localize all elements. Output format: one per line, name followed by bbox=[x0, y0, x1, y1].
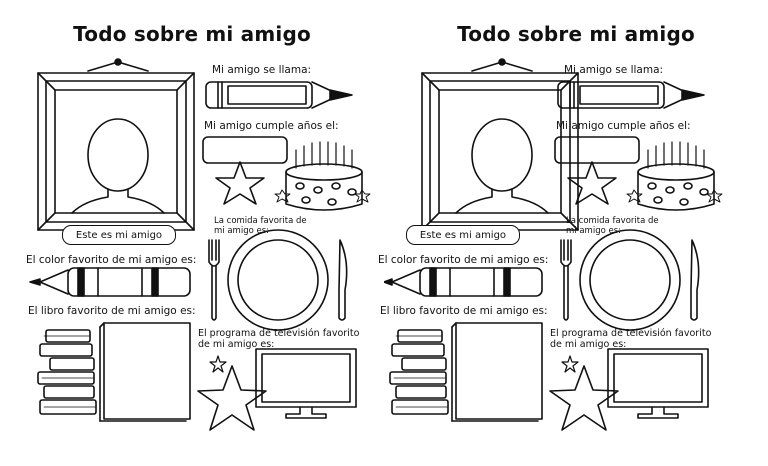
name-label: Mi amigo se llama: bbox=[212, 64, 312, 76]
star-icon bbox=[549, 365, 619, 431]
pencil-icon bbox=[205, 81, 353, 109]
books-stack-icon bbox=[37, 329, 97, 415]
books-stack-icon bbox=[389, 329, 449, 415]
food-label: La comida favorita de mi amigo es: bbox=[214, 216, 307, 236]
birthday-label: Mi amigo cumple años el: bbox=[204, 120, 339, 132]
plate-icon bbox=[227, 229, 329, 331]
tv-label: El programa de televisión favorito de mi… bbox=[550, 328, 712, 350]
birthday-answer-box bbox=[554, 136, 640, 164]
color-label: El color favorito de mi amigo es: bbox=[378, 254, 549, 266]
star-icon bbox=[567, 161, 617, 205]
picture-frame-icon bbox=[37, 58, 195, 231]
tv-label: El programa de televisión favorito de mi… bbox=[198, 328, 360, 350]
plate-icon bbox=[579, 229, 681, 331]
worksheet-title: Todo sobre mi amigo bbox=[457, 22, 695, 46]
television-icon bbox=[607, 348, 709, 419]
worksheet-left: Todo sobre mi amigo bbox=[26, 22, 371, 431]
worksheet-title: Todo sobre mi amigo bbox=[73, 22, 311, 46]
book-icon bbox=[99, 322, 191, 422]
crayon-icon bbox=[29, 267, 191, 297]
star-icon bbox=[561, 355, 579, 373]
color-label: El color favorito de mi amigo es: bbox=[26, 254, 197, 266]
birthday-cake-icon bbox=[274, 141, 371, 211]
food-label: La comida favorita de mi amigo es: bbox=[566, 216, 659, 236]
television-icon bbox=[255, 348, 357, 419]
birthday-answer-box bbox=[202, 136, 288, 164]
pencil-icon bbox=[557, 81, 705, 109]
birthday-label: Mi amigo cumple años el: bbox=[556, 120, 691, 132]
crayon-icon bbox=[384, 267, 543, 297]
fork-icon bbox=[208, 239, 220, 321]
book-icon bbox=[451, 322, 543, 422]
knife-icon bbox=[338, 239, 348, 321]
worksheet-artwork bbox=[384, 58, 723, 431]
star-icon bbox=[209, 355, 227, 373]
star-icon bbox=[197, 365, 267, 431]
birthday-cake-icon bbox=[626, 141, 723, 211]
photo-caption: Este es mi amigo bbox=[406, 225, 520, 245]
worksheet-right: Todo sobre mi amigo bbox=[378, 0, 768, 466]
knife-icon bbox=[690, 239, 700, 321]
fork-icon bbox=[560, 239, 572, 321]
name-label: Mi amigo se llama: bbox=[564, 64, 664, 76]
book-label: El libro favorito de mi amigo es: bbox=[380, 305, 548, 317]
book-label: El libro favorito de mi amigo es: bbox=[28, 305, 196, 317]
star-icon bbox=[215, 161, 265, 205]
worksheet-artwork bbox=[29, 58, 371, 431]
photo-caption: Este es mi amigo bbox=[62, 225, 176, 245]
